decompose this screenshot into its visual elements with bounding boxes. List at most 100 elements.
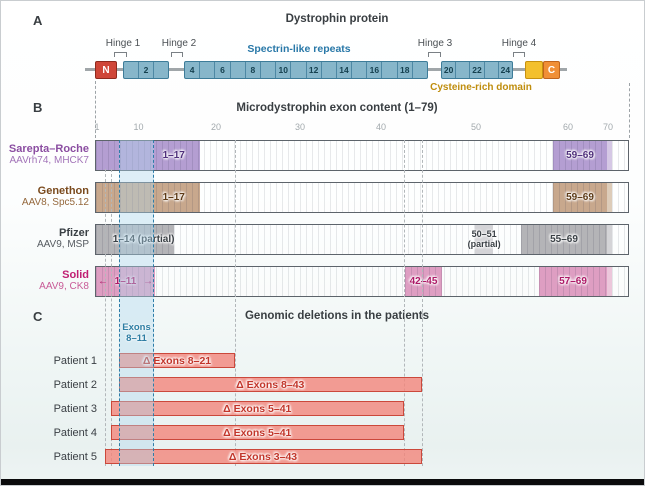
panel-b-label: B <box>33 100 43 115</box>
exon-segment <box>405 267 442 296</box>
exon-segment <box>553 183 607 212</box>
spectrin-repeat-cell: 18 <box>396 62 412 78</box>
hinge-bracket <box>171 52 183 57</box>
panel-c-label: C <box>33 309 43 324</box>
spectrin-repeat-cell: 22 <box>469 62 483 78</box>
spectrin-repeat-cell: 10 <box>275 62 290 78</box>
spectrin-repeat-cell: 14 <box>335 62 351 78</box>
segment-label: 57–69 <box>559 276 587 287</box>
hinge-bracket <box>428 52 441 57</box>
spectrin-repeat-cell <box>153 62 168 78</box>
c-terminus-box: C <box>543 61 560 79</box>
cysteine-rich-box <box>525 61 543 79</box>
axis-tick-label: 50 <box>470 122 482 132</box>
spectrin-like-repeats-label: Spectrin-like repeats <box>247 43 351 55</box>
axis-tick-label: 70 <box>602 122 614 132</box>
axis-tick-label: 20 <box>210 122 222 132</box>
axis-tick-label: 10 <box>133 122 144 132</box>
hinge-label: Hinge 4 <box>501 38 537 49</box>
exon-segment-stripes <box>553 141 607 170</box>
patient-deletion-bar: Δ Exons 3–43 <box>104 449 422 464</box>
hinge-label: Hinge 3 <box>417 38 453 49</box>
segment-label: 55–69 <box>550 234 578 245</box>
spectrin-repeat-cell: 6 <box>214 62 229 78</box>
segment-label: 1–14 (partial) <box>112 234 175 245</box>
exon-segment <box>96 141 200 170</box>
exon-segment <box>521 225 607 254</box>
spectrin-repeat-cell: 12 <box>305 62 321 78</box>
segment-label: 1–17 <box>162 192 185 203</box>
patient-deletion-bar: Δ Exons 8–43 <box>119 377 422 392</box>
exon-segment-stripes <box>96 225 174 254</box>
segment-label: 1–17 <box>162 150 185 161</box>
n-terminus-box: N <box>95 61 117 79</box>
spectrin-repeat-cell: 20 <box>443 65 454 75</box>
axis-tick-label: 60 <box>562 122 574 132</box>
spectrin-repeat-cell <box>455 62 469 78</box>
exon-segment <box>539 267 607 296</box>
segment-label-text: 1–11 <box>114 276 137 287</box>
segment-label: 42–45 <box>409 276 438 287</box>
spectrin-repeat-cell <box>259 62 275 78</box>
spectrin-repeat-cell <box>199 62 214 78</box>
exon-segment-stripes <box>96 141 200 170</box>
segment-label-line2: (partial) <box>467 239 501 249</box>
spectrin-repeat-cell: 2 <box>138 62 153 78</box>
spectrin-repeat-cell <box>290 62 305 78</box>
construct-name: Pfizer <box>59 227 89 239</box>
axis-tick-label: 1 <box>94 122 100 132</box>
exon-segment <box>607 141 612 170</box>
panel-b-title: Microdystrophin exon content (1–79) <box>236 102 438 114</box>
exon-segment <box>607 183 612 212</box>
cysteine-rich-domain-label: Cysteine-rich domain <box>430 82 532 93</box>
patient-name-label: Patient 5 <box>53 451 97 463</box>
segment-range-arrow-label: ← 1–11 → <box>96 267 155 296</box>
exon-segment <box>475 225 494 254</box>
spectrin-repeat-cell: 24 <box>497 62 512 78</box>
spectrin-repeat-cell <box>483 62 498 78</box>
exon-segment-stripes <box>539 267 607 296</box>
exon-content-bar: ← 1–11 → 42–45 57–69 <box>95 266 629 297</box>
construct-subtitle: AAVrh74, MHCK7 <box>9 155 89 166</box>
exon-segment <box>553 141 607 170</box>
patient-name-label: Patient 4 <box>53 427 97 439</box>
construct-subtitle: AAV8, Spc5.12 <box>21 197 89 208</box>
patient-deletion-bar: Δ Exons 8–21 <box>119 353 235 368</box>
patient-name-label: Patient 3 <box>53 403 97 415</box>
spectrin-repeat-cell: 4 <box>189 65 195 75</box>
spectrin-repeat-cell: 8 <box>244 62 260 78</box>
construct-subtitle: AAV9, CK8 <box>39 281 89 292</box>
hinge-bracket <box>513 52 525 57</box>
spectrin-repeat-cell <box>351 62 366 78</box>
axis-tick-label: 30 <box>294 122 306 132</box>
spectrin-repeat-cell <box>411 62 427 78</box>
panel-c-title: Genomic deletions in the patients <box>244 310 430 322</box>
panel-a-title: Dystrophin protein <box>285 13 389 25</box>
patient-name-label: Patient 1 <box>53 355 97 367</box>
spectrin-repeat-cell <box>320 62 336 78</box>
spectrin-repeat-cell <box>229 62 245 78</box>
right-arrow-icon: → <box>142 276 153 287</box>
left-arrow-icon: ← <box>98 276 108 287</box>
exon-segment: ← 1–11 → <box>96 267 155 296</box>
exon-segment-stripes <box>553 183 607 212</box>
spectrin-repeat-group: 20 22 24 <box>441 61 513 79</box>
exon-segment <box>607 225 612 254</box>
panel-a-label: A <box>33 13 43 28</box>
spectrin-repeat-group: 2 <box>123 61 169 79</box>
spectrin-repeat-cell: 16 <box>366 62 381 78</box>
axis-tick-label: 40 <box>375 122 387 132</box>
exon-segment-stripes <box>405 267 442 296</box>
hinge-label: Hinge 1 <box>105 38 141 49</box>
deletion-label: Δ Exons 3–43 <box>228 450 298 463</box>
segment-label-line1: 50–51 <box>471 229 497 239</box>
patient-deletion-bar: Δ Exons 5–41 <box>110 401 404 416</box>
segment-two-line-label: 50–51(partial) <box>468 229 501 249</box>
